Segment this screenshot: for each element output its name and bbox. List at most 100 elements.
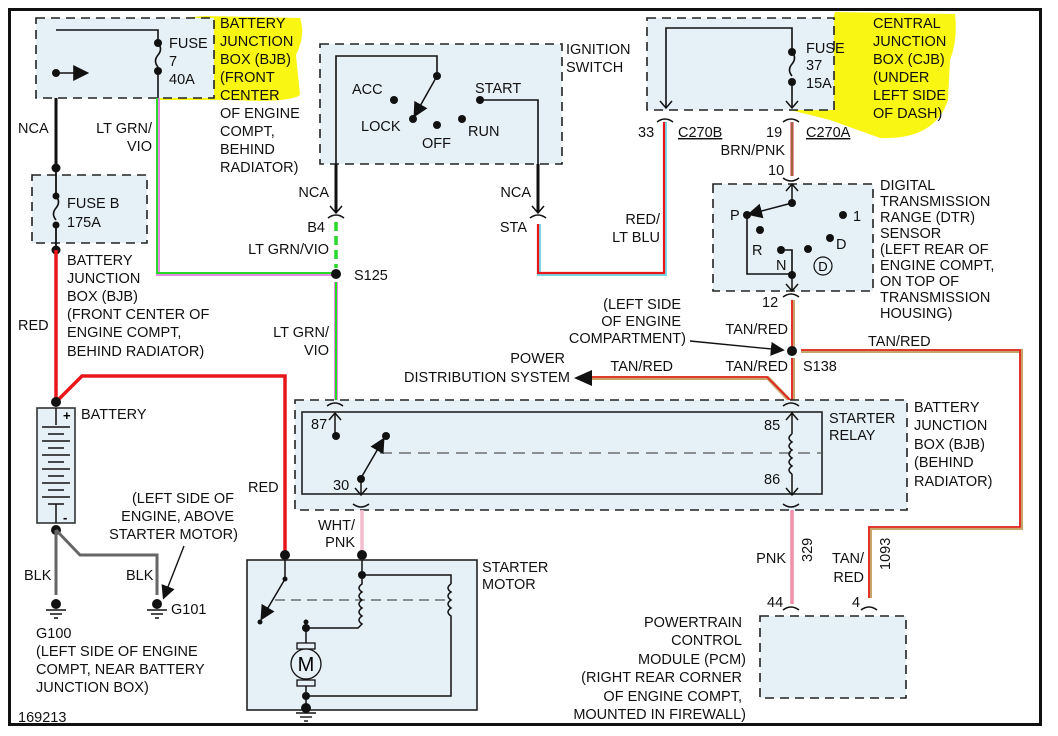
label-tan-red-pcm-0: TAN/ bbox=[832, 551, 865, 567]
ignition-switch-box bbox=[319, 43, 563, 165]
fuse-b-box bbox=[31, 168, 148, 255]
pcm-title-0: POWERTRAIN bbox=[644, 615, 742, 631]
label-ltgrn-mid: LT GRN/VIO bbox=[248, 242, 329, 258]
wire-pnk-329 bbox=[782, 510, 878, 611]
pcm-title-1: CONTROL bbox=[671, 633, 742, 649]
dtr-circle-label: D bbox=[818, 259, 827, 274]
ign-pos-start: START bbox=[475, 81, 521, 97]
s138-loc-2: COMPARTMENT) bbox=[569, 331, 686, 347]
cjb-fuse37-box bbox=[646, 17, 835, 123]
battery-title: BATTERY bbox=[81, 407, 147, 423]
fuseb-loc-1: JUNCTION bbox=[67, 271, 140, 287]
label-ltgrn-low-0: LT GRN/ bbox=[273, 325, 330, 341]
label-blk-g100: BLK bbox=[24, 568, 52, 584]
dtr-title-1: TRANSMISSION bbox=[880, 194, 990, 210]
label-wht-pnk-0: WHT/ bbox=[318, 518, 356, 534]
dtr-drive-circle bbox=[813, 256, 833, 276]
g101-loc-0: (LEFT SIDE OF bbox=[132, 491, 234, 507]
fuseb-loc-3: (FRONT CENTER OF bbox=[67, 307, 209, 323]
dtr-title-4: (LEFT REAR OF bbox=[880, 242, 989, 258]
relay-bjb-location-label: BATTERY JUNCTION BOX (BJB) (BEHIND RADIA… bbox=[914, 400, 992, 490]
starter-motor-box bbox=[246, 559, 478, 722]
cjb-loc-0: CENTRAL bbox=[873, 16, 941, 32]
wire-ltgrn-vio-top bbox=[156, 98, 332, 276]
pcm-title-5: MOUNTED IN FIREWALL) bbox=[573, 707, 746, 723]
dtr-title-2: RANGE (DTR) bbox=[880, 210, 975, 226]
wire-wht-pnk bbox=[357, 510, 367, 560]
label-nca-ign-right: NCA bbox=[500, 185, 531, 201]
fuse7-label-1: 7 bbox=[169, 54, 177, 70]
wire-nca-left bbox=[51, 98, 61, 173]
dtr-pos-d: D bbox=[836, 237, 846, 253]
s138-loc-1: OF ENGINE bbox=[601, 314, 681, 330]
bjb-loc-4: CENTER bbox=[220, 88, 280, 104]
fuseb-loc-4: ENGINE COMPT, bbox=[67, 325, 181, 341]
pds-label-0: POWER bbox=[510, 351, 565, 367]
wire-red-ltblu bbox=[536, 122, 667, 276]
label-red-ltblu-0: RED/ bbox=[625, 212, 661, 228]
pcm-title-2: MODULE (PCM) bbox=[638, 652, 746, 668]
dtr-pos-p: P bbox=[730, 208, 740, 224]
pcm-pin-4: 4 bbox=[852, 595, 860, 611]
wire-tan-red bbox=[574, 293, 1023, 598]
wire-nca-ign bbox=[327, 164, 547, 219]
label-b4: B4 bbox=[307, 220, 325, 236]
starter-title-0: STARTER bbox=[482, 560, 548, 576]
g100-name: G100 bbox=[36, 626, 71, 642]
wire-brn-pnk bbox=[782, 122, 800, 182]
relay-title-0: STARTER bbox=[829, 411, 895, 427]
relay-pin-85: 85 bbox=[764, 418, 780, 434]
pds-label-1: DISTRIBUTION SYSTEM bbox=[404, 370, 570, 386]
battery-minus: - bbox=[63, 510, 67, 525]
fuse7-label-2: 40A bbox=[169, 72, 195, 88]
dtr-pos-r: R bbox=[752, 243, 762, 259]
ign-title-0: IGNITION bbox=[566, 42, 630, 58]
bjb-loc-2: BOX (BJB) bbox=[220, 52, 291, 68]
label-ltgrn-low-1: VIO bbox=[304, 343, 329, 359]
relay-pin-87: 87 bbox=[311, 417, 327, 433]
pcm-title-4: OF ENGINE COMPT, bbox=[603, 689, 742, 705]
cjb-loc-5: OF DASH) bbox=[873, 106, 942, 122]
bjb-loc-7: BEHIND bbox=[220, 142, 275, 158]
g101-loc-1: ENGINE, ABOVE bbox=[121, 509, 234, 525]
label-red-ltblu-1: LT BLU bbox=[612, 230, 660, 246]
splice-s138 bbox=[787, 346, 797, 356]
label-brn-pnk: BRN/PNK bbox=[721, 143, 786, 159]
cjb-loc-2: BOX (CJB) bbox=[873, 52, 945, 68]
starter-relay-bjb-box bbox=[294, 399, 908, 511]
bjb-loc-3: (FRONT bbox=[220, 70, 275, 86]
dtr-pos-1: 1 bbox=[853, 209, 861, 225]
fuse-b-location-label: BATTERY JUNCTION BOX (BJB) (FRONT CENTER… bbox=[67, 253, 209, 360]
starter-title-1: MOTOR bbox=[482, 577, 536, 593]
label-tan-red-relay: TAN/RED bbox=[725, 359, 788, 375]
label-wht-pnk-1: PNK bbox=[325, 535, 355, 551]
ign-title-1: SWITCH bbox=[566, 60, 623, 76]
ground-g101-icon bbox=[147, 599, 167, 619]
motor-symbol-icon bbox=[290, 648, 322, 680]
pcm-box bbox=[759, 615, 907, 699]
dtr-pin-10: 10 bbox=[768, 163, 784, 179]
relay-loc-2: BOX (BJB) bbox=[914, 437, 985, 453]
label-ltgrn-top-1: VIO bbox=[127, 139, 152, 155]
fuse37-label-1: 37 bbox=[806, 58, 822, 74]
fuseb-loc-2: BOX (BJB) bbox=[67, 289, 138, 305]
label-circuit-1093: 1093 bbox=[878, 538, 894, 570]
label-tan-red-pds: TAN/RED bbox=[610, 359, 673, 375]
dtr-title-0: DIGITAL bbox=[880, 178, 935, 194]
wire-red-battery bbox=[51, 250, 290, 560]
cjb-location-label: CENTRAL JUNCTION BOX (CJB) (UNDER LEFT S… bbox=[873, 16, 946, 122]
ign-pos-lock: LOCK bbox=[361, 119, 401, 135]
dtr-title-5: ENGINE COMPT, bbox=[880, 258, 994, 274]
s138-pointer-arrow bbox=[689, 340, 785, 356]
wire-blk-grounds bbox=[51, 525, 159, 595]
bjb-loc-6: COMPT, bbox=[220, 124, 275, 140]
battery-plus: + bbox=[63, 408, 71, 423]
relay-loc-0: BATTERY bbox=[914, 400, 980, 416]
bjb-loc-5: OF ENGINE bbox=[220, 106, 300, 122]
cjb-loc-3: (UNDER bbox=[873, 70, 929, 86]
motor-symbol-label: M bbox=[298, 654, 315, 676]
label-ltgrn-top-0: LT GRN/ bbox=[96, 121, 153, 137]
cjb-pin-19: 19 bbox=[766, 125, 782, 141]
g100-loc-0: (LEFT SIDE OF ENGINE bbox=[36, 644, 198, 660]
